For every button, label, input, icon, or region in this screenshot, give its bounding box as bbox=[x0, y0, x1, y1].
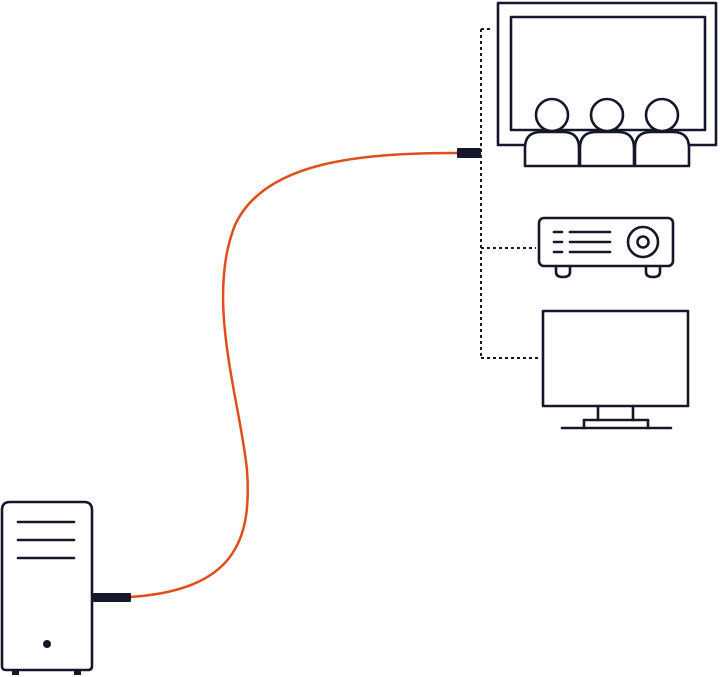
audience-person-right-icon bbox=[633, 97, 691, 168]
projector-body bbox=[537, 216, 675, 268]
tower-foot-right bbox=[74, 670, 81, 675]
tower-foot-left bbox=[12, 670, 19, 675]
projector-lens-outer bbox=[626, 225, 660, 259]
tower-power-button-icon bbox=[43, 640, 51, 648]
projector-icon bbox=[537, 216, 675, 279]
tower-computer-icon bbox=[0, 500, 94, 675]
source-plug-icon bbox=[93, 593, 131, 602]
monitor-stand-feet bbox=[582, 418, 650, 430]
monitor-screen bbox=[541, 309, 690, 408]
audience-person-left-icon bbox=[523, 97, 581, 168]
monitor-stand-neck bbox=[596, 404, 635, 422]
projector-foot-right bbox=[644, 264, 662, 279]
audience-person-middle-icon bbox=[578, 97, 636, 168]
tower-computer-case bbox=[0, 500, 94, 672]
projector-foot-left bbox=[554, 264, 572, 279]
dotted-connector-lines bbox=[480, 28, 539, 359]
projector-lens-inner bbox=[636, 235, 650, 249]
orange-cable bbox=[128, 151, 460, 599]
computer-monitor-icon bbox=[541, 309, 690, 430]
cinema-screen-with-audience-icon bbox=[496, 1, 718, 168]
splitter-plug-icon bbox=[457, 148, 481, 158]
